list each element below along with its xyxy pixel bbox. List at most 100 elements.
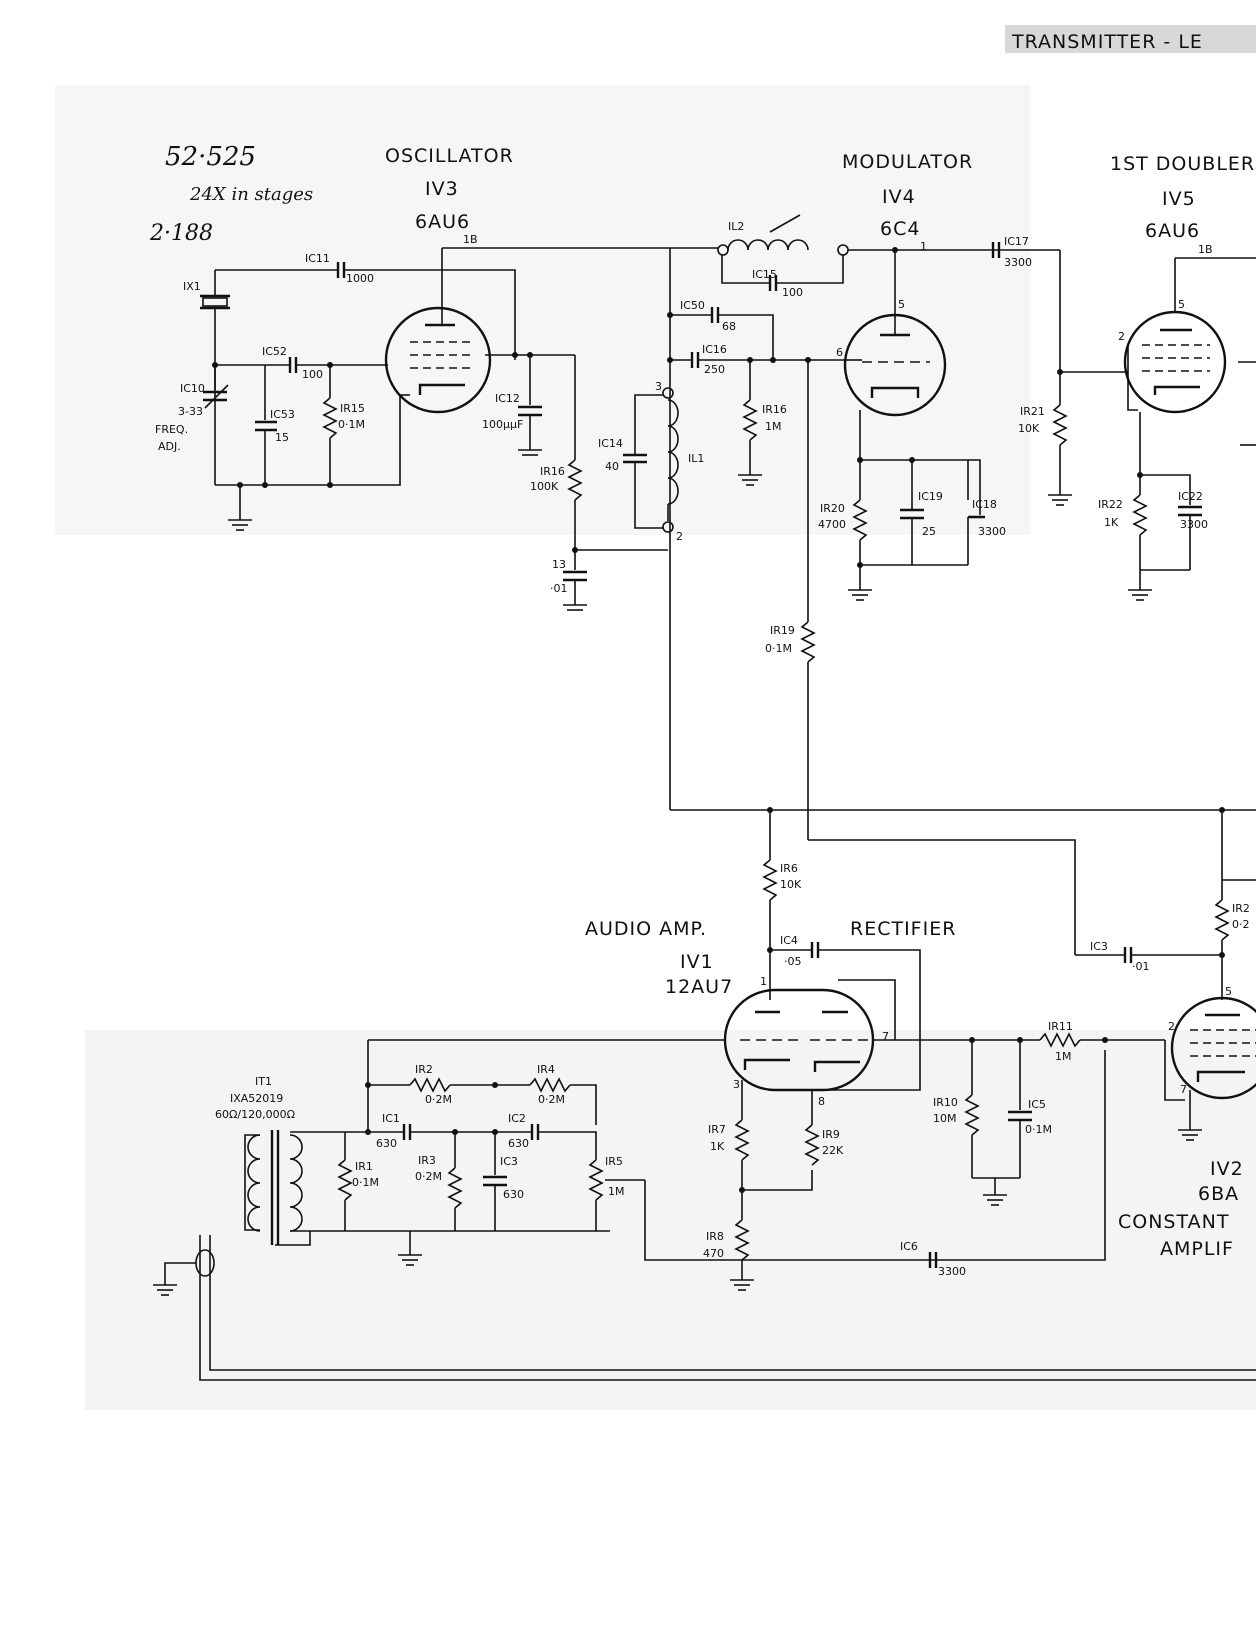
c19-label: IC19 <box>918 490 943 503</box>
const-amp-name-1: CONSTANT <box>1118 1211 1229 1233</box>
c11-value: 1000 <box>346 272 374 285</box>
r4-label: IR4 <box>537 1063 555 1076</box>
c10-label: IC10 <box>180 382 205 395</box>
iv5-pin-5: 5 <box>1178 298 1185 311</box>
l1-pin-3: 3 <box>655 380 662 393</box>
c17-value: 3300 <box>1004 256 1032 269</box>
iv1-pin-1: 1 <box>760 975 767 988</box>
it1-part: IXA52019 <box>230 1092 283 1105</box>
scan-paper-bottom <box>85 1030 1256 1410</box>
c18-label: IC18 <box>972 498 997 511</box>
header-strip: TRANSMITTER - LE <box>1005 25 1256 53</box>
r5-value: 1M <box>608 1185 625 1198</box>
iv2-pin-5: 5 <box>1225 985 1232 998</box>
c53-label: IC53 <box>270 408 295 421</box>
r1-label: IR1 <box>355 1160 373 1173</box>
r22-label: IR22 <box>1098 498 1123 511</box>
iv2-pin-7: 7 <box>1180 1083 1187 1096</box>
freq-adj-label-1: FREQ. <box>155 423 188 436</box>
modulator-type: 6C4 <box>880 218 920 240</box>
r2-value: 0·2M <box>425 1093 452 1106</box>
c52-label: IC52 <box>262 345 287 358</box>
tube-iv3 <box>384 306 492 414</box>
r16a-label: IR16 <box>540 465 565 478</box>
iv1-pin-3: 3 <box>733 1078 740 1091</box>
c52-value: 100 <box>302 368 323 381</box>
iv2-pin-2: 2 <box>1168 1020 1175 1033</box>
c19-value: 25 <box>922 525 936 538</box>
r22-value: 1K <box>1104 516 1119 529</box>
r15-value: 0·1M <box>338 418 365 431</box>
l1-label: IL1 <box>688 452 704 465</box>
page-title: TRANSMITTER - LE <box>1011 31 1203 53</box>
note-stages: 24X in stages <box>189 184 313 205</box>
r6-label: IR6 <box>780 862 798 875</box>
r10-value: 10M <box>933 1112 957 1125</box>
iv1-pin-7: 7 <box>882 1030 889 1043</box>
audio-amp-ref: IV1 <box>680 951 714 973</box>
c12-value: 100μμF <box>482 418 523 431</box>
r9-label: IR9 <box>822 1128 840 1141</box>
iv3-pin-1b: 1B <box>463 233 478 246</box>
freq-adj-label-2: ADJ. <box>158 440 181 453</box>
rectifier-label: RECTIFIER <box>850 918 956 940</box>
c13-value: ·01 <box>550 582 568 595</box>
r1-value: 0·1M <box>352 1176 379 1189</box>
it1-label: IT1 <box>255 1075 272 1088</box>
c3-label: IC3 <box>500 1155 518 1168</box>
r9-value: 22K <box>822 1144 844 1157</box>
doubler-label: 1ST DOUBLER <box>1110 153 1255 175</box>
r8-label: IR8 <box>706 1230 724 1243</box>
const-amp-circuit: 5 2 7 <box>1164 985 1256 1141</box>
r20-label: IR20 <box>820 502 845 515</box>
note-crystal: 2·188 <box>149 221 213 246</box>
note-frequency: 52·525 <box>165 142 256 172</box>
tube-iv2 <box>1170 996 1256 1100</box>
r3-value: 0·2M <box>415 1170 442 1183</box>
it1-ratio: 60Ω/120,000Ω <box>215 1108 295 1121</box>
const-amp-ref: IV2 <box>1210 1158 1244 1180</box>
r19-value: 0·1M <box>765 642 792 655</box>
c12-label: IC12 <box>495 392 520 405</box>
const-amp-name-2: AMPLIF <box>1160 1238 1234 1260</box>
r20-value: 4700 <box>818 518 846 531</box>
c2-value: 630 <box>508 1137 529 1150</box>
oscillator-ref: IV3 <box>425 178 459 200</box>
crystal-ix1-label: IX1 <box>183 280 201 293</box>
r8-value: 470 <box>703 1247 724 1260</box>
modulator-ref: IV4 <box>882 186 916 208</box>
c11-label: IC11 <box>305 252 330 265</box>
c6-value: 3300 <box>938 1265 966 1278</box>
c3-value: 630 <box>503 1188 524 1201</box>
r3-label: IR3 <box>418 1154 436 1167</box>
audio-amp-type: 12AU7 <box>665 976 733 998</box>
c4-label: IC4 <box>780 934 798 947</box>
audio-circuit: IR2 0·2 IC3 ·01 IR6 10K IC4 ·05 1 3 7 <box>153 807 1256 1381</box>
c15-label: IC15 <box>752 268 777 281</box>
c3a-label: IC3 <box>1090 940 1108 953</box>
c6-label: IC6 <box>900 1240 918 1253</box>
c5-label: IC5 <box>1028 1098 1046 1111</box>
c4-value: ·05 <box>784 955 802 968</box>
r2-label: IR2 <box>415 1063 433 1076</box>
c14-value: 40 <box>605 460 619 473</box>
r15-label: IR15 <box>340 402 365 415</box>
r21-label: IR21 <box>1020 405 1045 418</box>
iv1-pin-8: 8 <box>818 1095 825 1108</box>
r11-value: 1M <box>1055 1050 1072 1063</box>
iv4-pin-6: 6 <box>836 346 843 359</box>
c16-label: IC16 <box>702 343 727 356</box>
oscillator-type: 6AU6 <box>415 211 470 233</box>
r22b-value: 0·2 <box>1232 918 1250 931</box>
r11-label: IR11 <box>1048 1020 1073 1033</box>
doubler-ref: IV5 <box>1162 188 1196 210</box>
doubler-circuit: 1B IR22 1K IC22 3300 5 2 <box>1098 243 1256 601</box>
c10-value: 3-33 <box>178 405 203 418</box>
r16b-label: IR16 <box>762 403 787 416</box>
iv5-pin-2: 2 <box>1118 330 1125 343</box>
r6-value: 10K <box>780 878 802 891</box>
c50-value: 68 <box>722 320 736 333</box>
l2-label: IL2 <box>728 220 744 233</box>
c22-label: IC22 <box>1178 490 1203 503</box>
